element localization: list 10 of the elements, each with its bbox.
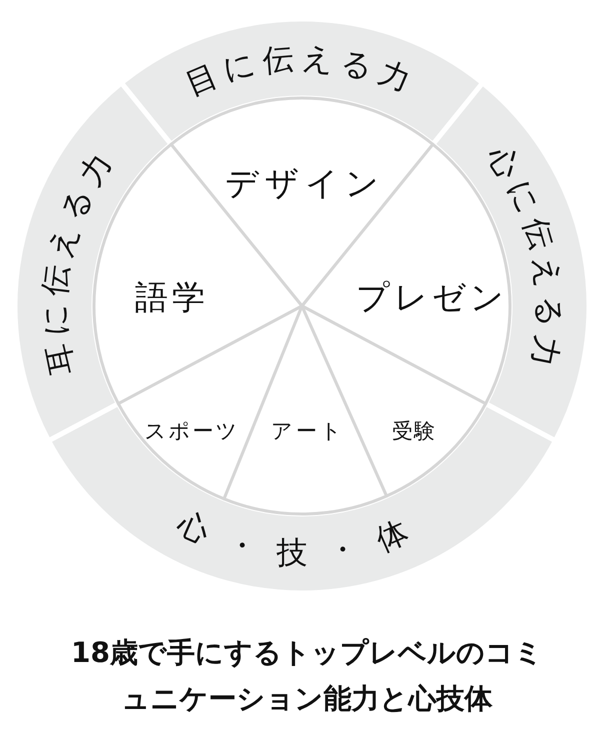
sector-label: 語学 — [135, 278, 209, 316]
sector-label: 受験 — [392, 419, 436, 443]
segment-label: 心・技・体 — [172, 506, 432, 571]
sector-label: プレゼン — [356, 278, 508, 316]
title: 18歳で手にするトップレベルのコミュニケーション能力と心技体 — [70, 635, 544, 717]
sector-label: デザイン — [225, 164, 385, 202]
sector-label: アート — [271, 419, 345, 443]
sector-label: スポーツ — [144, 419, 240, 443]
segment-label: 耳に伝える力 — [36, 140, 124, 378]
segment-label: 目に伝える力 — [180, 40, 424, 103]
